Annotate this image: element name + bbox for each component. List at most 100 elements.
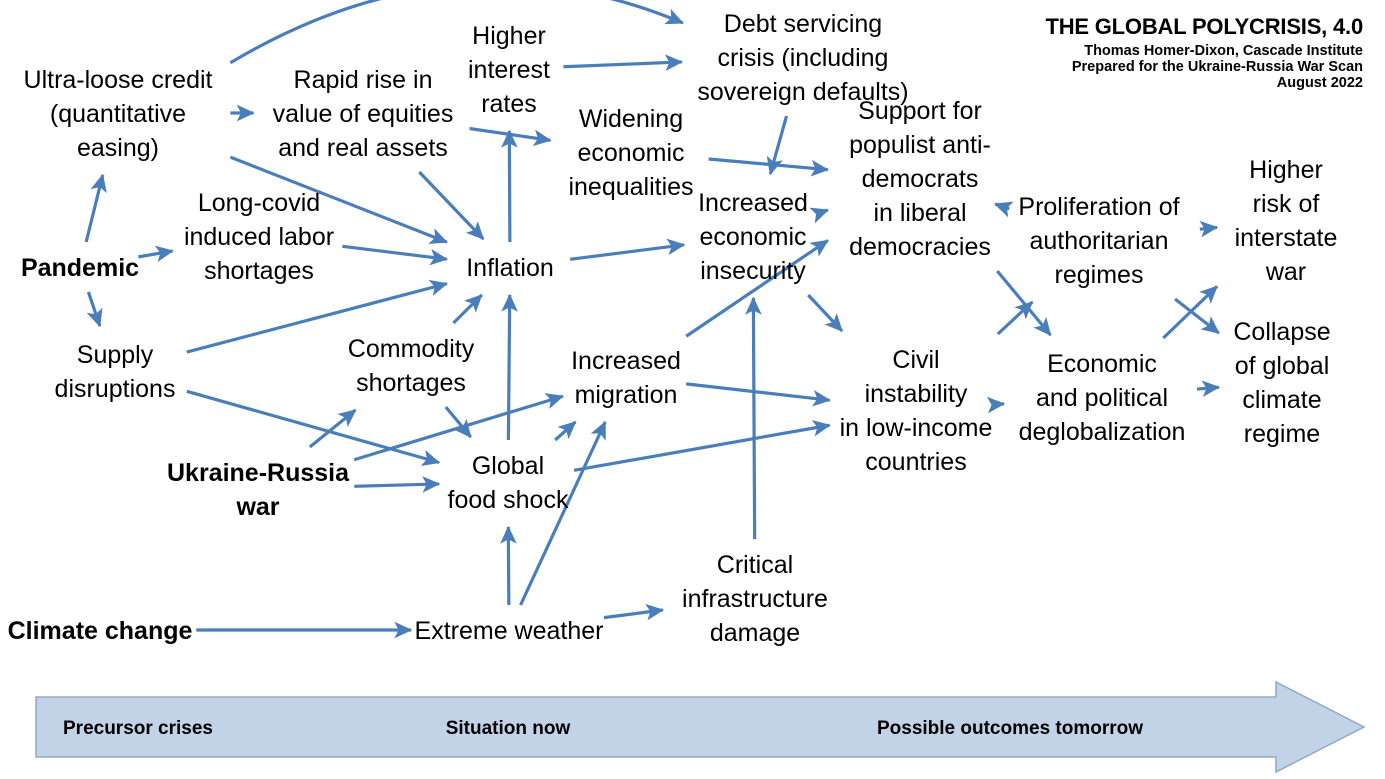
node-label: in liberal xyxy=(873,199,966,227)
edge-proliferation-authoritarian-to-higher-risk-war xyxy=(1199,220,1219,238)
edge-increased-migration-to-civil-instability xyxy=(686,382,831,407)
node-label: crisis (including xyxy=(718,44,889,72)
node-label: rates xyxy=(481,90,537,118)
node-label: migration xyxy=(575,381,678,409)
edge-increased-migration-to-support-populist xyxy=(685,239,829,338)
node-label: insecurity xyxy=(700,257,806,285)
node-label: easing) xyxy=(77,134,159,162)
edge-global-food-shock-to-civil-instability xyxy=(573,419,831,472)
edge-civil-instability-to-proliferation-authoritarian xyxy=(996,300,1034,336)
node-label: Support for xyxy=(858,97,982,125)
node-label: authoritarian xyxy=(1030,227,1169,255)
edge-pandemic-to-long-covid-labor xyxy=(138,245,174,263)
node-widening-inequalities: Widening economic inequalities xyxy=(568,105,693,201)
edge-increased-econ-insecurity-to-support-populist xyxy=(809,207,830,224)
edge-commodity-shortages-to-inflation xyxy=(452,293,483,325)
node-collapse-climate-regime: Collapse of global climate regime xyxy=(1233,318,1330,448)
node-label: Rapid rise in xyxy=(294,66,433,94)
node-label: inequalities xyxy=(568,173,693,201)
edge-critical-infrastructure-to-increased-econ-insecurity xyxy=(745,296,762,540)
node-label: Increased xyxy=(698,189,808,217)
edge-ultra-loose-credit-to-inflation xyxy=(229,155,448,244)
node-label: Supply xyxy=(77,341,154,369)
nodes-layer: Ultra-loose credit (quantitative easing) Pa… xyxy=(8,10,1338,647)
title-block: THE GLOBAL POLYCRISIS, 4.0 Thomas Homer-… xyxy=(1045,14,1363,91)
edge-extreme-weather-to-critical-infrastructure xyxy=(603,603,665,621)
node-label: countries xyxy=(865,448,966,476)
node-label: democracies xyxy=(849,233,991,261)
node-label: economic xyxy=(578,139,685,167)
node-label: Ukraine-Russia xyxy=(167,459,350,487)
node-label: damage xyxy=(710,619,800,647)
edge-widening-inequalities-to-support-populist xyxy=(708,157,830,177)
node-climate-change: Climate change xyxy=(8,617,193,645)
node-label: shortages xyxy=(204,257,314,285)
node-label: induced labor xyxy=(184,223,334,251)
title-prepared-for: Prepared for the Ukraine-Russia War Scan xyxy=(1071,59,1363,75)
node-label: war xyxy=(1265,258,1306,286)
edge-ukraine-russia-war-to-increased-migration xyxy=(353,393,565,462)
edges-layer xyxy=(84,0,1221,639)
edge-debt-servicing-crisis-to-increased-econ-insecurity xyxy=(766,115,789,176)
node-label: Long-covid xyxy=(198,189,320,217)
edge-extreme-weather-to-increased-migration xyxy=(519,420,607,606)
node-label: Widening xyxy=(579,105,683,133)
edge-commodity-shortages-to-global-food-shock xyxy=(444,405,472,439)
node-label: Collapse xyxy=(1233,318,1330,346)
node-label: Proliferation of xyxy=(1018,193,1179,221)
node-label: infrastructure xyxy=(682,585,828,613)
page-title: THE GLOBAL POLYCRISIS, 4.0 xyxy=(1045,14,1363,39)
node-label: shortages xyxy=(356,369,466,397)
node-label: sovereign defaults) xyxy=(697,78,908,106)
node-inflation: Inflation xyxy=(466,254,554,282)
node-debt-servicing-crisis: Debt servicing crisis (including sovereign… xyxy=(697,10,908,106)
node-label: Ultra-loose credit xyxy=(24,66,213,94)
node-label: Increased xyxy=(571,347,681,375)
edge-ultra-loose-credit-to-debt-servicing-crisis xyxy=(229,0,684,65)
node-higher-interest-rates: Higher interest rates xyxy=(468,22,550,118)
node-label: climate xyxy=(1242,386,1321,414)
node-extreme-weather: Extreme weather xyxy=(415,617,604,645)
node-label: and political xyxy=(1036,384,1168,412)
node-increased-migration: Increased migration xyxy=(571,347,681,409)
node-label: regime xyxy=(1244,420,1320,448)
node-label: disruptions xyxy=(55,375,176,403)
node-label: (quantitative xyxy=(50,100,186,128)
edge-higher-interest-rates-to-debt-servicing-crisis xyxy=(563,54,684,71)
edge-increased-econ-insecurity-to-civil-instability xyxy=(807,293,844,333)
node-econ-political-deglobalization: Economic and political deglobalization xyxy=(1019,350,1186,446)
edge-proliferation-authoritarian-to-collapse-climate-regime xyxy=(1174,297,1220,335)
node-ultra-loose-credit: Ultra-loose credit (quantitative easing) xyxy=(24,66,213,162)
node-label: risk of xyxy=(1253,190,1320,218)
node-label: regimes xyxy=(1055,261,1144,289)
node-label: Higher xyxy=(472,22,546,50)
edge-supply-disruptions-to-inflation xyxy=(186,279,449,354)
edge-supply-disruptions-to-global-food-shock xyxy=(186,389,441,466)
node-label: and real assets xyxy=(278,134,448,162)
node-label: of global xyxy=(1235,352,1330,380)
node-label: food shock xyxy=(448,486,569,514)
edge-ukraine-russia-war-to-commodity-shortages xyxy=(308,408,357,449)
node-label: instability xyxy=(865,380,968,408)
node-label: interest xyxy=(468,56,550,84)
node-supply-disruptions: Supply disruptions xyxy=(55,341,176,403)
edge-inflation-to-higher-interest-rates xyxy=(501,129,518,243)
node-label: Economic xyxy=(1047,350,1157,378)
edge-pandemic-to-ultra-loose-credit xyxy=(84,173,107,243)
node-pandemic: Pandemic xyxy=(21,254,139,282)
edge-long-covid-labor-to-inflation xyxy=(342,244,449,266)
node-label: in low-income xyxy=(840,414,993,442)
node-label: Debt servicing xyxy=(724,10,882,38)
title-date: August 2022 xyxy=(1276,75,1363,91)
edge-econ-political-deglobalization-to-higher-risk-war xyxy=(1162,285,1219,340)
node-label: deglobalization xyxy=(1019,418,1186,446)
edge-rapid-rise-equities-to-inflation xyxy=(418,170,485,241)
edge-support-populist-to-proliferation-authoritarian xyxy=(993,201,1014,218)
